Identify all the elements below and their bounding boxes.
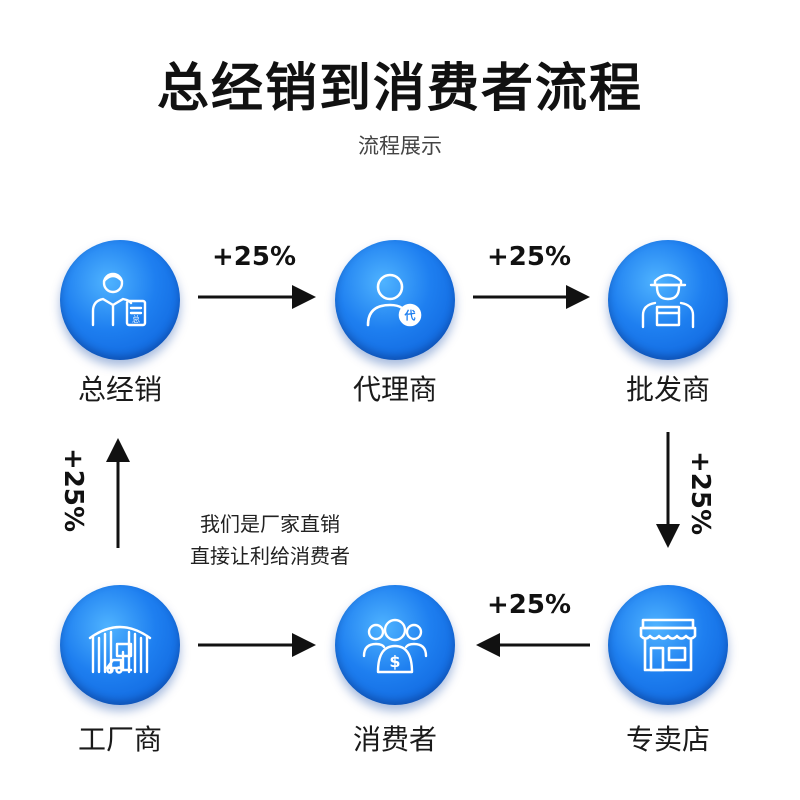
node-general-distributor: 总 xyxy=(60,240,180,360)
delivery-person-icon xyxy=(641,273,695,329)
warehouse-forklift-icon xyxy=(88,625,152,674)
edge-label-distributor-agent: +25% xyxy=(212,242,297,272)
direct-sale-note: 我们是厂家直销 直接让利给消费者 xyxy=(160,508,380,572)
consumer-dollar-icon: $ xyxy=(362,618,428,674)
label-retailer: 专卖店 xyxy=(625,723,710,756)
label-general-distributor: 总经销 xyxy=(77,373,162,406)
page-subtitle: 流程展示 xyxy=(358,134,442,158)
distributor-person-icon: 总 xyxy=(91,272,147,327)
node-consumer: $ xyxy=(335,585,455,705)
node-factory xyxy=(60,585,180,705)
node-wholesaler xyxy=(608,240,728,360)
svg-text:$: $ xyxy=(389,652,400,671)
node-retailer xyxy=(608,585,728,705)
label-factory: 工厂商 xyxy=(77,723,162,756)
label-consumer: 消费者 xyxy=(352,723,437,756)
svg-text:总: 总 xyxy=(132,314,140,324)
edge-label-retailer-consumer: +25% xyxy=(487,590,572,620)
page-title: 总经销到消费者流程 xyxy=(156,59,643,119)
svg-text:代: 代 xyxy=(404,308,416,322)
note-line-2: 直接让利给消费者 xyxy=(190,544,350,568)
label-wholesaler: 批发商 xyxy=(625,373,710,406)
label-agent: 代理商 xyxy=(352,373,437,406)
note-line-1: 我们是厂家直销 xyxy=(200,512,340,536)
node-agent: 代 xyxy=(335,240,455,360)
agent-person-icon: 代 xyxy=(366,273,422,327)
storefront-icon xyxy=(639,618,697,672)
edge-label-agent-wholesaler: +25% xyxy=(487,242,572,272)
